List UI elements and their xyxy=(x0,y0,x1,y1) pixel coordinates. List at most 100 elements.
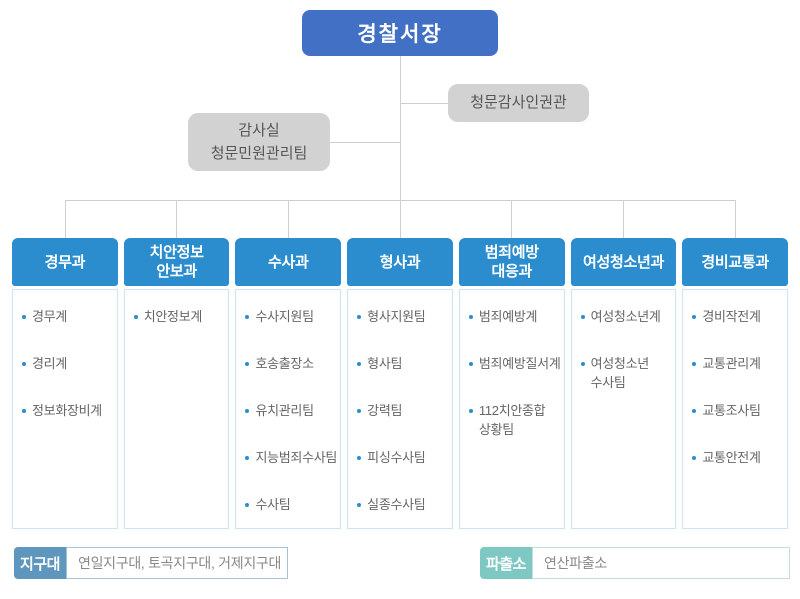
team-item: 112치안종합 상황팀 xyxy=(468,401,560,439)
connector-line xyxy=(735,200,736,238)
department-name: 수사과 xyxy=(268,253,309,271)
hearing-inspector-box: 청문감사인권관 xyxy=(448,84,589,122)
bullet-icon xyxy=(357,409,362,413)
department-header: 형사과 xyxy=(347,238,453,286)
district-units-value: 연일지구대, 토곡지구대, 거제지구대 xyxy=(78,555,282,571)
department-name: 여성청소년과 xyxy=(582,253,664,271)
department-body: 형사지원팀 형사팀 강력팀 피싱수사팀 실종수사팀 xyxy=(347,289,453,529)
team-label: 지능범죄수사팀 xyxy=(255,450,338,465)
team-item: 교통조사팀 xyxy=(692,401,783,420)
district-units-label: 지구대 xyxy=(20,555,60,573)
team-label: 호송출장소 xyxy=(255,356,314,371)
department-column-gyeongmu: 경무과 경무계 경리계 정보화장비계 xyxy=(12,238,118,529)
bullet-icon xyxy=(245,503,250,507)
department-column-beomjoeyebang: 범죄예방 대응과 범죄예방계 범죄예방질서계 112치안종합 상황팀 xyxy=(458,238,565,529)
team-item: 치안정보계 xyxy=(133,307,225,326)
department-column-susa: 수사과 수사지원팀 호송출장소 유치관리팀 지능범죄수사팀 수사팀 xyxy=(235,238,342,529)
department-body: 수사지원팀 호송출장소 유치관리팀 지능범죄수사팀 수사팀 xyxy=(235,289,342,529)
department-column-hyeongsa: 형사과 형사지원팀 형사팀 강력팀 피싱수사팀 실종수사팀 xyxy=(347,238,453,529)
team-item: 여성청소년계 xyxy=(580,307,672,326)
bullet-icon xyxy=(692,362,697,366)
bullet-icon xyxy=(692,456,697,460)
team-label: 실종수사팀 xyxy=(367,497,426,512)
department-header: 수사과 xyxy=(235,238,342,286)
district-units-box: 지구대 연일지구대, 토곡지구대, 거제지구대 xyxy=(14,547,288,579)
team-label: 교통안전계 xyxy=(702,450,761,465)
connector-line xyxy=(400,103,448,104)
team-item: 수사지원팀 xyxy=(245,307,336,326)
departments-row: 경무과 경무계 경리계 정보화장비계 치안정보 안보과 치안정보계 수사과 수사… xyxy=(12,238,789,529)
patrol-box: 파출소 연산파출소 xyxy=(480,547,790,579)
department-name: 형사과 xyxy=(379,253,421,271)
team-item: 정보화장비계 xyxy=(22,401,113,420)
team-item: 여성청소년 수사팀 xyxy=(580,354,672,392)
department-body: 치안정보계 xyxy=(123,289,230,529)
team-item: 교통안전계 xyxy=(692,448,783,467)
bullet-icon xyxy=(133,315,138,319)
department-header: 여성청소년과 xyxy=(570,238,677,286)
department-column-yeoseongcheongsonyeon: 여성청소년과 여성청소년계 여성청소년 수사팀 xyxy=(570,238,677,529)
connector-line xyxy=(623,200,624,238)
bullet-icon xyxy=(692,409,697,413)
team-item: 경비작전계 xyxy=(692,307,783,326)
team-label: 여성청소년계 xyxy=(590,309,661,324)
team-label: 형사지원팀 xyxy=(367,309,426,324)
team-label: 강력팀 xyxy=(367,403,403,418)
team-label: 교통조사팀 xyxy=(702,403,761,418)
department-body: 경비작전계 교통관리계 교통조사팀 교통안전계 xyxy=(682,289,789,529)
connector-line xyxy=(400,200,401,238)
bullet-icon xyxy=(245,409,250,413)
team-item: 범죄예방질서계 xyxy=(468,354,561,373)
team-item: 교통관리계 xyxy=(692,354,783,373)
bullet-icon xyxy=(357,362,362,366)
department-name: 치안정보 안보과 xyxy=(149,244,204,280)
department-column-gyeongbigyotong: 경비교통과 경비작전계 교통관리계 교통조사팀 교통안전계 xyxy=(682,238,789,529)
team-item: 호송출장소 xyxy=(245,354,336,373)
team-label: 형사팀 xyxy=(367,356,403,371)
team-item: 형사지원팀 xyxy=(357,307,448,326)
connector-line xyxy=(288,200,289,238)
team-item: 범죄예방계 xyxy=(468,307,560,326)
patrol-badge: 파출소 xyxy=(480,547,532,579)
connector-line xyxy=(330,142,400,143)
bullet-icon xyxy=(692,315,697,319)
team-item: 피싱수사팀 xyxy=(357,448,448,467)
connector-line xyxy=(400,56,401,200)
team-label: 경무계 xyxy=(32,309,67,324)
team-item: 경리계 xyxy=(22,354,113,373)
team-label: 경비작전계 xyxy=(702,309,761,324)
bullet-icon xyxy=(245,315,250,319)
team-item: 강력팀 xyxy=(357,401,448,420)
team-item: 유치관리팀 xyxy=(245,401,336,420)
bullet-icon xyxy=(468,315,473,319)
bullet-icon xyxy=(357,315,362,319)
team-item: 형사팀 xyxy=(357,354,448,373)
team-label: 112치안종합 상황팀 xyxy=(478,403,546,437)
department-header: 치안정보 안보과 xyxy=(123,238,230,286)
team-label: 치안정보계 xyxy=(143,309,203,324)
team-label: 여성청소년 수사팀 xyxy=(590,356,650,390)
department-body: 여성청소년계 여성청소년 수사팀 xyxy=(570,289,677,529)
bullet-icon xyxy=(245,362,250,366)
bullet-icon xyxy=(245,456,250,460)
department-column-chianjungbo: 치안정보 안보과 치안정보계 xyxy=(123,238,230,529)
team-item: 실종수사팀 xyxy=(357,495,448,514)
district-units-badge: 지구대 xyxy=(14,547,66,579)
district-units-value-box: 연일지구대, 토곡지구대, 거제지구대 xyxy=(66,547,288,579)
team-label: 정보화장비계 xyxy=(32,403,102,418)
bullet-icon xyxy=(468,409,473,413)
bullet-icon xyxy=(580,362,585,366)
department-header: 경비교통과 xyxy=(682,238,789,286)
connector-line xyxy=(176,200,177,238)
bullet-icon xyxy=(22,315,26,319)
team-label: 범죄예방질서계 xyxy=(478,356,561,371)
bullet-icon xyxy=(357,503,362,507)
bullet-icon xyxy=(357,456,362,460)
audit-office-label: 감사실 청문민원관리팀 xyxy=(210,121,308,162)
hearing-inspector-label: 청문감사인권관 xyxy=(470,94,567,112)
department-name: 경무과 xyxy=(44,253,86,271)
department-name: 범죄예방 대응과 xyxy=(484,244,539,280)
team-label: 수사지원팀 xyxy=(255,309,314,324)
team-label: 수사팀 xyxy=(255,497,291,512)
